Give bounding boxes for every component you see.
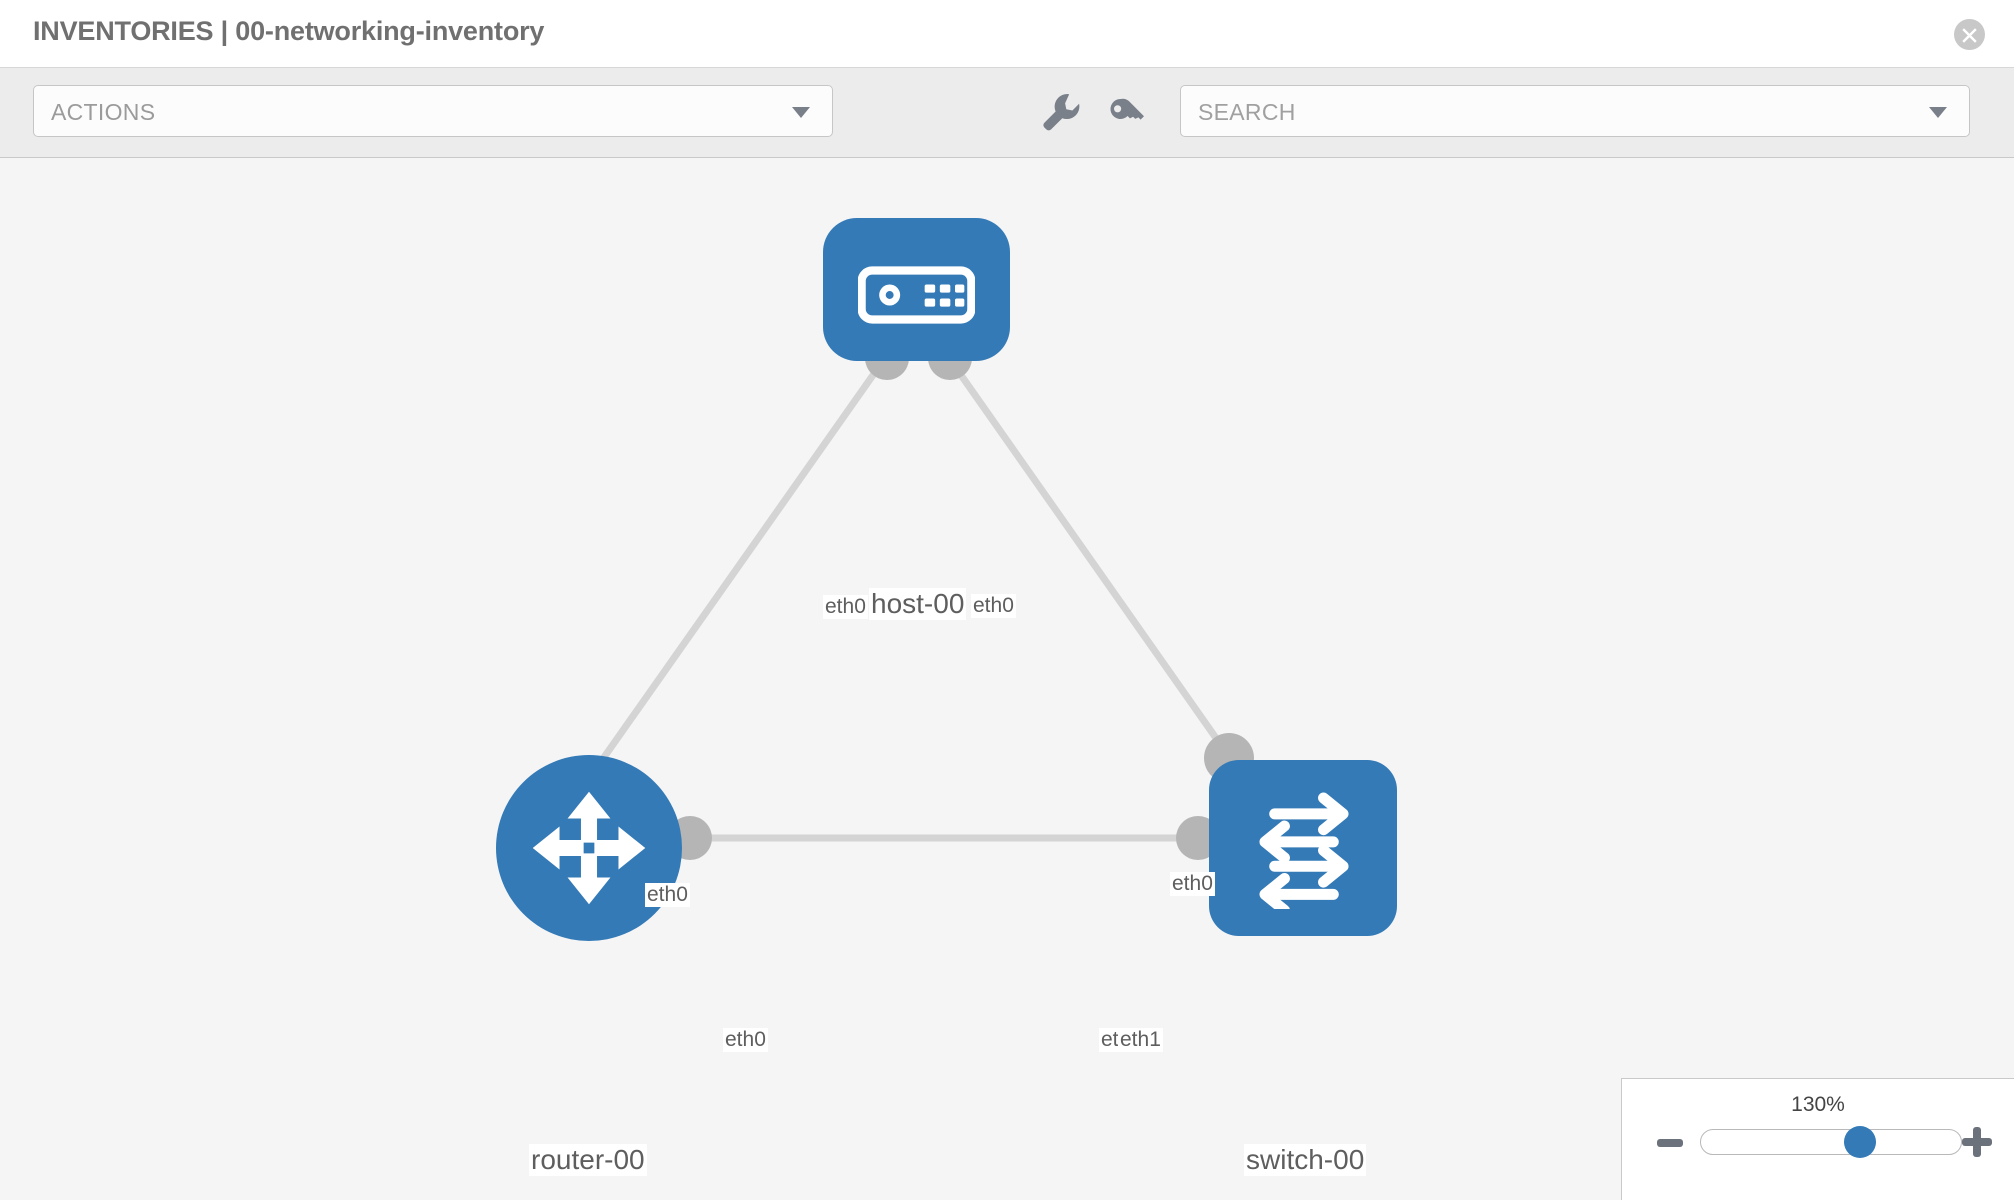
topology-links [597, 365, 1233, 842]
plus-icon[interactable] [1962, 1127, 1992, 1157]
link-host00-router00 [597, 365, 881, 766]
node-label-host-00: host-00 [869, 588, 967, 621]
key-icon[interactable] [1103, 88, 1149, 134]
edge-label: eth0 [723, 1028, 768, 1053]
edge-label: eth0 [971, 594, 1016, 619]
node-host-00 [823, 218, 1010, 361]
search-placeholder-label: SEARCH [1198, 99, 1296, 125]
topology-canvas[interactable]: eth0 eth0 eth0 eth0 eth0 eth eth1 host-0… [0, 158, 2014, 1200]
actions-dropdown-label: ACTIONS [51, 99, 156, 125]
chevron-down-icon [792, 107, 810, 118]
actions-dropdown[interactable]: ACTIONS [33, 85, 833, 137]
chevron-down-icon[interactable] [1929, 107, 1947, 118]
link-host00-switch00 [953, 365, 1233, 761]
page-header: INVENTORIES | 00-networking-inventory [0, 0, 2014, 68]
page-title: INVENTORIES | 00-networking-inventory [33, 16, 545, 46]
edge-label: eth0 [823, 595, 868, 620]
edge-label: eth0 [1170, 872, 1215, 897]
edge-label: eth1 [1118, 1028, 1163, 1053]
node-router-00 [496, 755, 682, 941]
zoom-slider[interactable] [1700, 1126, 1962, 1158]
zoom-slider-thumb[interactable] [1844, 1126, 1876, 1158]
wrench-icon[interactable] [1036, 88, 1082, 134]
search-input[interactable]: SEARCH [1180, 85, 1970, 137]
close-icon[interactable] [1954, 19, 1985, 50]
minus-icon[interactable] [1657, 1139, 1683, 1147]
zoom-control-panel: 130% [1621, 1078, 2014, 1200]
edge-label: eth0 [645, 883, 690, 908]
node-label-switch-00: switch-00 [1244, 1144, 1367, 1177]
node-switch-00 [1209, 760, 1397, 936]
node-label-router-00: router-00 [529, 1144, 647, 1177]
zoom-level-value: 130% [1791, 1093, 1845, 1116]
